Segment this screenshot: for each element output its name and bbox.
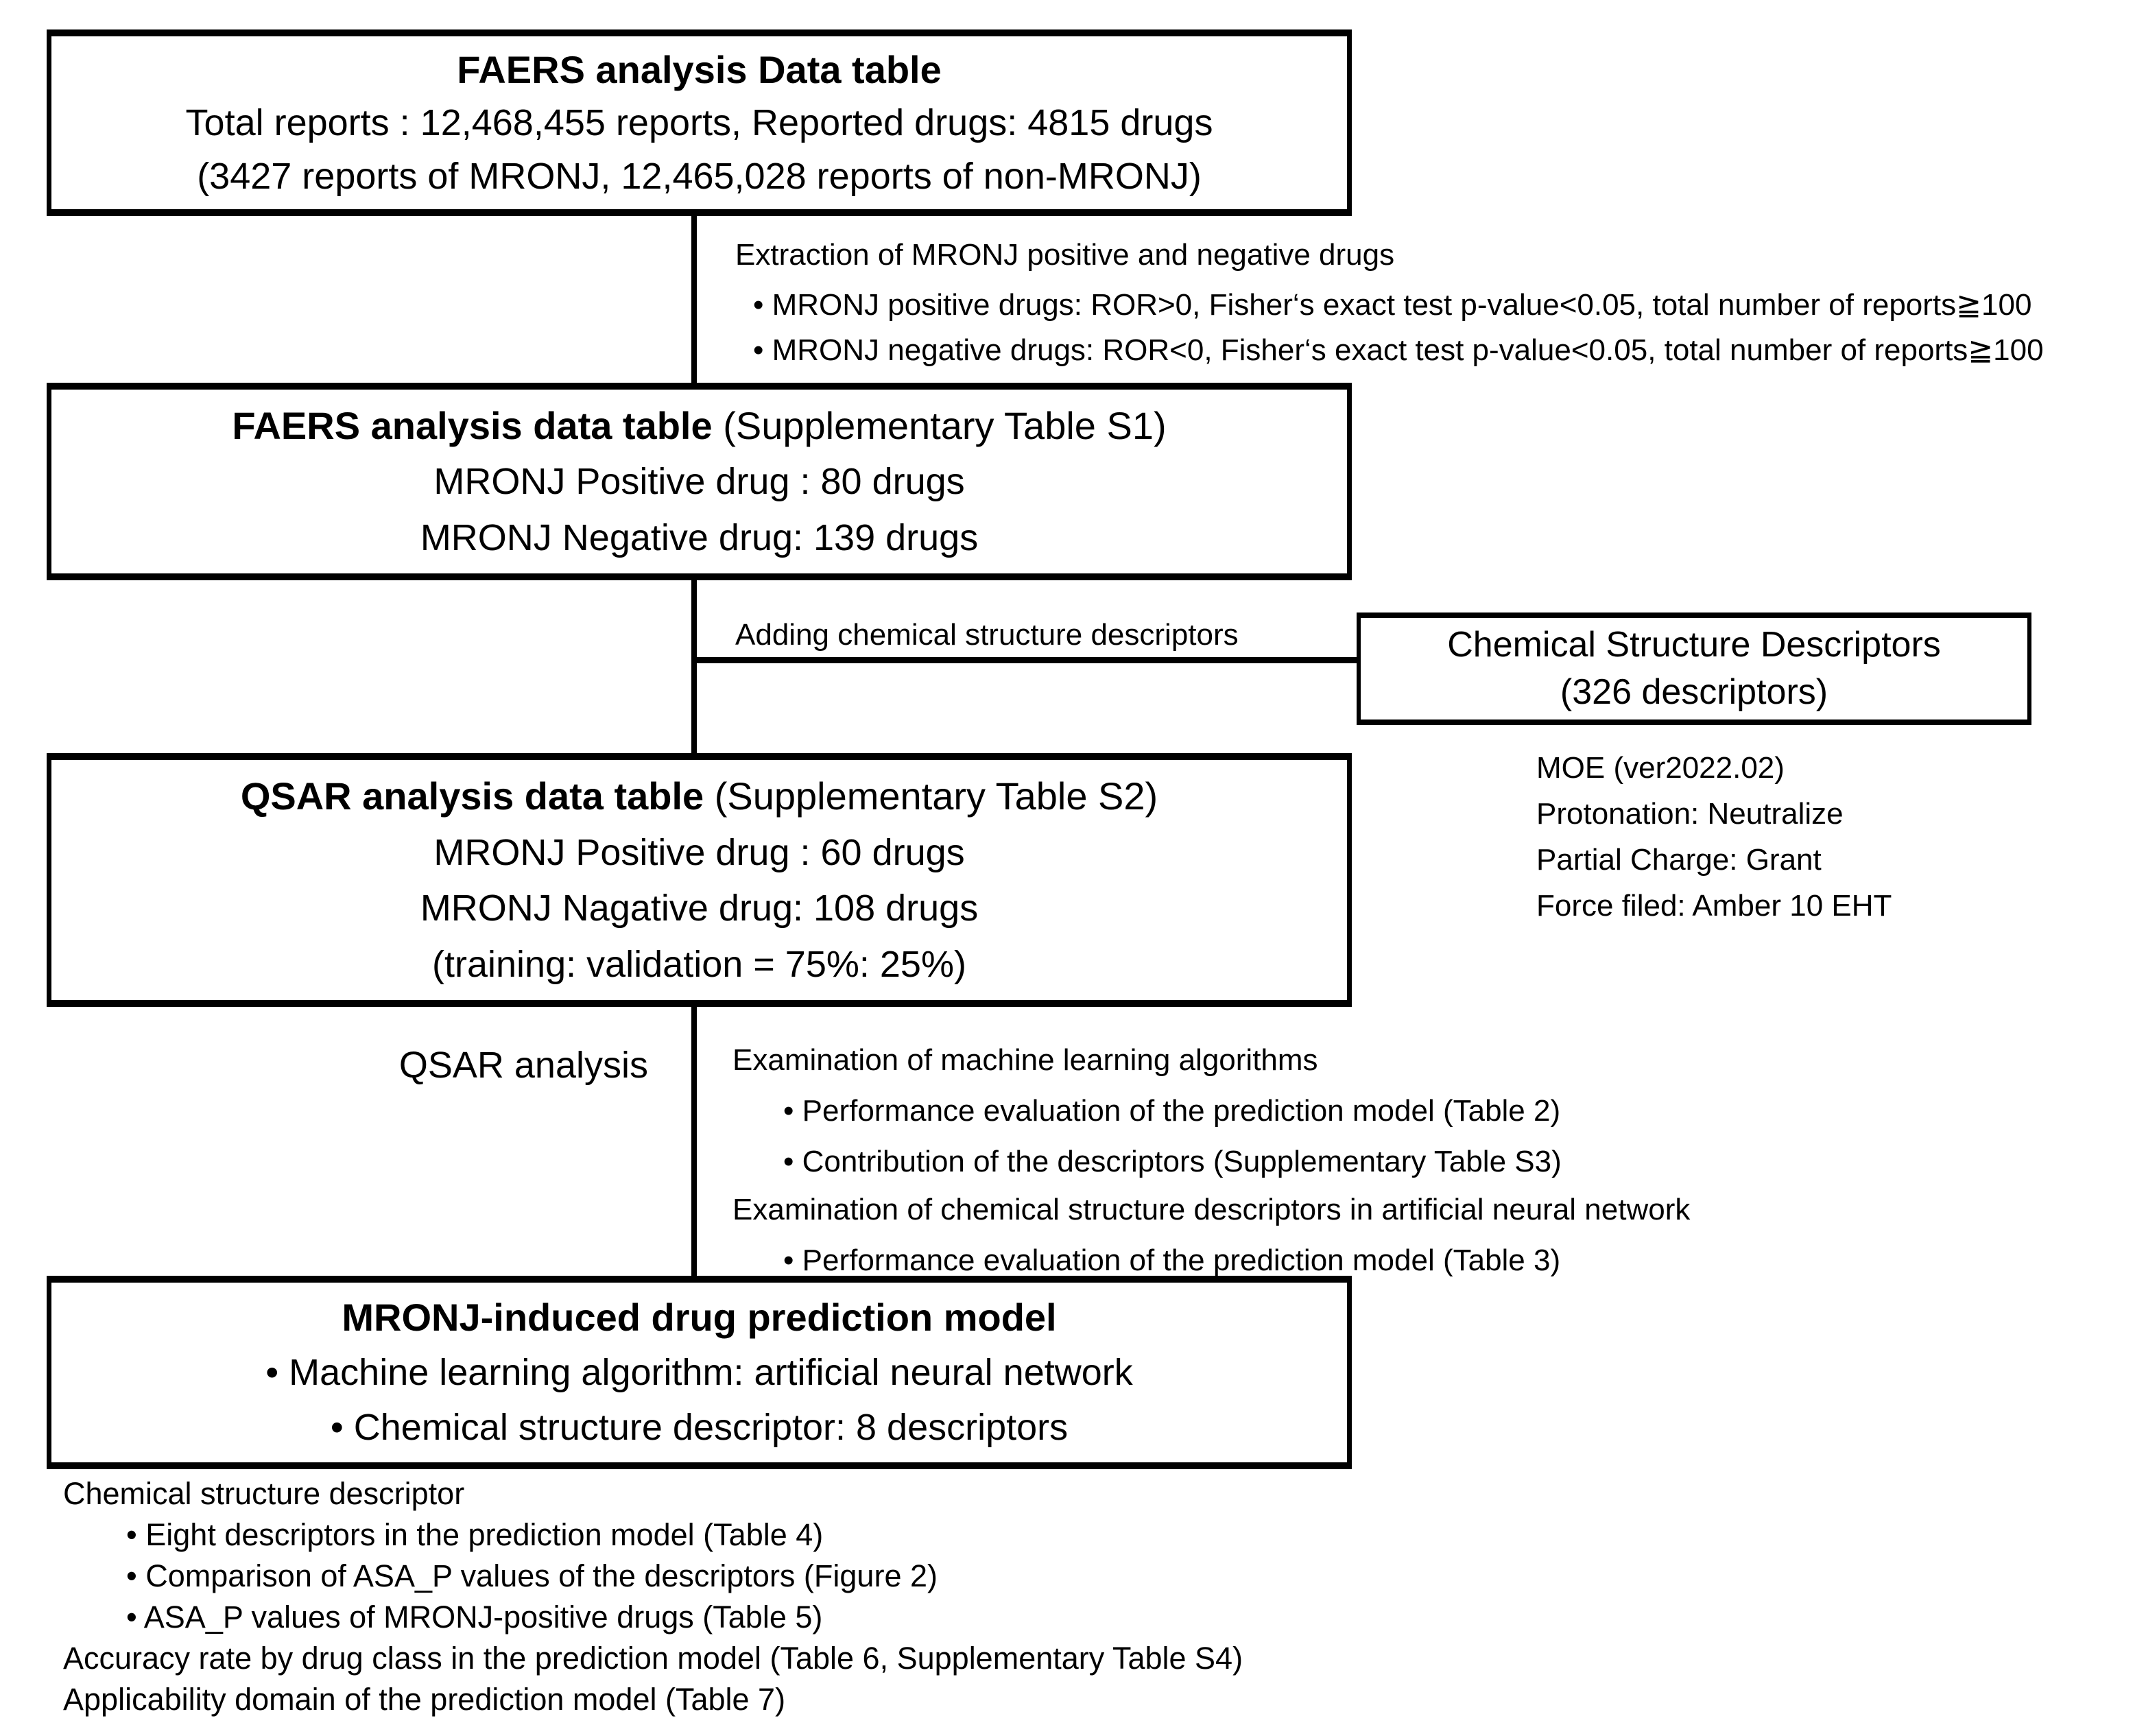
node-title-suffix: (Supplementary Table S2) [704, 774, 1158, 818]
node-line: • Machine learning algorithm: artificial… [265, 1352, 1133, 1394]
annotation-ml-examination: Examination of machine learning algorith… [732, 1043, 1562, 1180]
node-title: MRONJ-induced drug prediction model [342, 1296, 1057, 1340]
node-title: FAERS analysis Data table [457, 47, 942, 91]
annotation-bullet: • Performance evaluation of the predicti… [783, 1243, 1561, 1277]
annotation-line: Applicability domain of the prediction m… [63, 1682, 786, 1717]
node-title-suffix: (Supplementary Table S1) [712, 403, 1167, 447]
annotation-bullet: • Eight descriptors in the prediction mo… [126, 1517, 824, 1552]
label-adding-descriptors: Adding chemical structure descriptors [735, 618, 1239, 652]
node-chemical-descriptors: Chemical Structure Descriptors (326 desc… [1357, 613, 2031, 725]
node-line: (326 descriptors) [1560, 671, 1828, 712]
annotation-line: MOE (ver2022.02) [1536, 751, 1785, 785]
node-qsar-s2: QSAR analysis data table (Supplementary … [47, 753, 1352, 1007]
annotation-line: Chemical structure descriptor [63, 1476, 465, 1511]
node-line: (3427 reports of MRONJ, 12,465,028 repor… [197, 155, 1202, 197]
node-line: MRONJ Positive drug : 60 drugs [433, 831, 965, 873]
node-line: (training: validation = 75%: 25%) [432, 943, 966, 985]
annotation-bullet: • Comparison of ASA_P values of the desc… [126, 1558, 938, 1593]
annotation-bullet: • Contribution of the descriptors (Suppl… [783, 1144, 1562, 1178]
connector-vertical-line [691, 213, 697, 1279]
annotation-heading: Examination of machine learning algorith… [732, 1043, 1318, 1077]
annotation-bullet: • MRONJ positive drugs: ROR>0, Fisher‘s … [753, 287, 2032, 322]
node-line: Chemical Structure Descriptors [1447, 625, 1941, 665]
node-line: • Chemical structure descriptor: 8 descr… [330, 1407, 1069, 1449]
annotation-heading: Extraction of MRONJ positive and negativ… [735, 238, 1395, 272]
node-title: FAERS analysis data table (Supplementary… [232, 405, 1166, 447]
node-line: MRONJ Positive drug : 80 drugs [433, 461, 965, 503]
annotation-bullet: • ASA_P values of MRONJ-positive drugs (… [126, 1600, 823, 1634]
node-line: MRONJ Nagative drug: 108 drugs [420, 888, 979, 929]
annotation-line: Force filed: Amber 10 EHT [1536, 889, 1892, 923]
annotation-moe: MOE (ver2022.02) Protonation: Neutralize… [1536, 745, 1892, 929]
annotation-heading: Examination of chemical structure descri… [732, 1193, 1691, 1226]
annotation-ann-examination: Examination of chemical structure descri… [732, 1192, 1690, 1279]
annotation-results: Chemical structure descriptor • Eight de… [63, 1473, 1243, 1720]
node-line: Total reports : 12,468,455 reports, Repo… [185, 102, 1213, 144]
node-faers-s1: FAERS analysis data table (Supplementary… [47, 383, 1352, 580]
node-faers-data-table: FAERS analysis Data table Total reports … [47, 29, 1352, 216]
annotation-extraction: Extraction of MRONJ positive and negativ… [735, 237, 2044, 373]
node-line: MRONJ Negative drug: 139 drugs [420, 516, 979, 558]
annotation-line: Accuracy rate by drug class in the predi… [63, 1641, 1243, 1676]
annotation-line: Protonation: Neutralize [1536, 797, 1844, 831]
connector-horizontal-line [691, 657, 1358, 663]
annotation-bullet: • MRONJ negative drugs: ROR<0, Fisher‘s … [753, 333, 2044, 367]
node-title-bold: QSAR analysis data table [240, 774, 704, 818]
annotation-bullet: • Performance evaluation of the predicti… [783, 1093, 1561, 1128]
annotation-line: Partial Charge: Grant [1536, 843, 1822, 877]
node-prediction-model: MRONJ-induced drug prediction model • Ma… [47, 1276, 1352, 1469]
node-title-bold: FAERS analysis data table [232, 403, 713, 447]
node-title: QSAR analysis data table (Supplementary … [241, 775, 1158, 818]
label-qsar-analysis: QSAR analysis [398, 1045, 648, 1086]
